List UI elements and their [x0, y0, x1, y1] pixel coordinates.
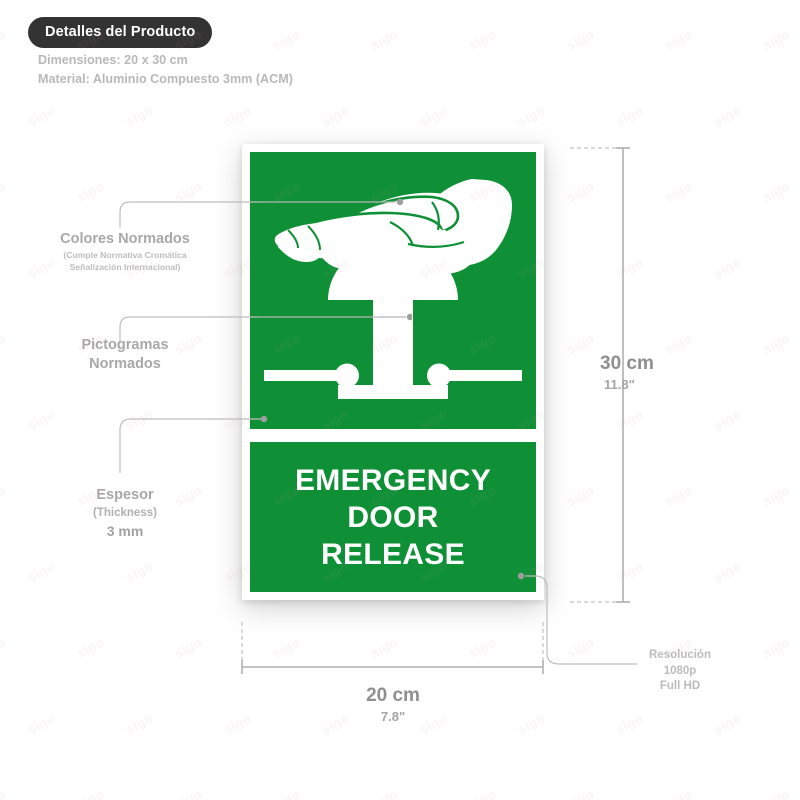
product-dimensions-text: Dimensiones: 20 x 30 cm: [38, 53, 188, 67]
sign-text-panel: EMERGENCY DOOR RELEASE: [250, 442, 536, 592]
watermark-text: sigo: [760, 330, 793, 357]
sign-face: EMERGENCY DOOR RELEASE: [242, 144, 544, 600]
watermark-text: sigo: [0, 26, 9, 53]
watermark-text: sigo: [662, 178, 695, 205]
watermark-text: sigo: [662, 26, 695, 53]
watermark-text: sigo: [74, 634, 107, 661]
callout-espesor-title: Espesor: [96, 487, 154, 503]
sign-pictogram-panel: [250, 152, 536, 429]
dimension-line-width: [241, 622, 544, 674]
watermark-text: sigo: [613, 710, 646, 737]
dimension-height-cm: 30 cm: [600, 353, 654, 374]
callout-pictogramas-title-2: Normados: [89, 356, 161, 372]
watermark-text: sigo: [711, 102, 744, 129]
watermark-text: sigo: [221, 102, 254, 129]
sign-text-line-3: RELEASE: [321, 537, 465, 571]
watermark-text: sigo: [711, 558, 744, 585]
callout-colores-sub-2: Señalización Internacional): [69, 262, 181, 272]
watermark-text: sigo: [123, 710, 156, 737]
watermark-text: sigo: [564, 26, 597, 53]
watermark-text: sigo: [760, 26, 793, 53]
resolution-note-line-1: Resolución: [649, 649, 711, 661]
sign-text-line-1: EMERGENCY: [294, 463, 492, 497]
product-info-block: Dimensiones: 20 x 30 cm Material: Alumin…: [38, 51, 293, 89]
watermark-text: sigo: [711, 406, 744, 433]
watermark-text: sigo: [74, 178, 107, 205]
watermark-text: sigo: [172, 178, 205, 205]
watermark-text: sigo: [0, 330, 9, 357]
callout-pictogramas-title-1: Pictogramas: [81, 337, 169, 353]
watermark-text: sigo: [25, 558, 58, 585]
watermark-text: sigo: [564, 330, 597, 357]
dimension-width-in: 7.8": [380, 709, 406, 724]
watermark-text: sigo: [466, 786, 499, 800]
watermark-text: sigo: [613, 406, 646, 433]
watermark-text: sigo: [515, 102, 548, 129]
resolution-note-line-2: 1080p: [663, 664, 697, 677]
callout-espesor: Espesor (Thickness) 3 mm: [15, 486, 235, 541]
watermark-text: sigo: [270, 634, 303, 661]
hand-pressing-emergency-button-icon: [264, 179, 522, 399]
watermark-text: sigo: [662, 482, 695, 509]
watermark-text: sigo: [319, 102, 352, 129]
watermark-text: sigo: [221, 710, 254, 737]
watermark-text: sigo: [760, 786, 793, 800]
watermark-text: sigo: [172, 634, 205, 661]
watermark-text: sigo: [172, 786, 205, 800]
watermark-text: sigo: [760, 178, 793, 205]
callout-colores-sub-1: (Cumple Normativa Cromática: [63, 250, 187, 260]
watermark-text: sigo: [564, 634, 597, 661]
dimension-width-cm: 20 cm: [366, 685, 420, 706]
watermark-text: sigo: [0, 634, 9, 661]
dimension-height-in: 11.8": [604, 377, 635, 392]
watermark-text: sigo: [0, 482, 9, 509]
sign-text-line-2: DOOR: [347, 500, 439, 534]
watermark-text: sigo: [613, 254, 646, 281]
watermark-text: sigo: [564, 786, 597, 800]
callout-colores-normados: Colores Normados (Cumple Normativa Cromá…: [15, 230, 235, 273]
watermark-text: sigo: [25, 102, 58, 129]
callout-pictogramas-normados: Pictogramas Normados: [15, 336, 235, 374]
watermark-text: sigo: [613, 558, 646, 585]
sign-product-image: EMERGENCY DOOR RELEASE: [242, 144, 544, 600]
watermark-text: sigo: [760, 482, 793, 509]
watermark-text: sigo: [270, 786, 303, 800]
watermark-text: sigo: [613, 102, 646, 129]
resolution-note-line-3: Full HD: [659, 680, 701, 692]
watermark-text: sigo: [368, 786, 401, 800]
watermark-text: sigo: [662, 786, 695, 800]
callout-colores-title: Colores Normados: [60, 231, 190, 247]
watermark-text: sigo: [711, 254, 744, 281]
watermark-text: sigo: [0, 178, 9, 205]
watermark-text: sigo: [760, 634, 793, 661]
watermark-text: sigo: [123, 102, 156, 129]
dimension-width-label: 20 cm 7.8": [328, 684, 458, 726]
dimension-height-label: 30 cm 11.8": [600, 352, 730, 394]
callout-espesor-value: 3 mm: [106, 523, 144, 539]
watermark-text: sigo: [466, 634, 499, 661]
watermark-text: sigo: [123, 558, 156, 585]
watermark-text: sigo: [270, 26, 303, 53]
product-details-badge: Detalles del Producto: [28, 17, 213, 48]
watermark-text: sigo: [368, 26, 401, 53]
callout-espesor-sub: (Thickness): [93, 507, 157, 519]
resolution-note: Resolución 1080p Full HD: [615, 648, 745, 695]
watermark-text: sigo: [123, 406, 156, 433]
watermark-text: sigo: [466, 26, 499, 53]
watermark-text: sigo: [0, 786, 9, 800]
watermark-text: sigo: [25, 710, 58, 737]
watermark-text: sigo: [564, 178, 597, 205]
watermark-text: sigo: [711, 710, 744, 737]
watermark-text: sigo: [74, 786, 107, 800]
watermark-text: sigo: [564, 482, 597, 509]
watermark-text: sigo: [515, 710, 548, 737]
watermark-text: sigo: [368, 634, 401, 661]
product-material-text: Material: Aluminio Compuesto 3mm (ACM): [38, 72, 293, 86]
watermark-text: sigo: [417, 102, 450, 129]
watermark-text: sigo: [25, 406, 58, 433]
